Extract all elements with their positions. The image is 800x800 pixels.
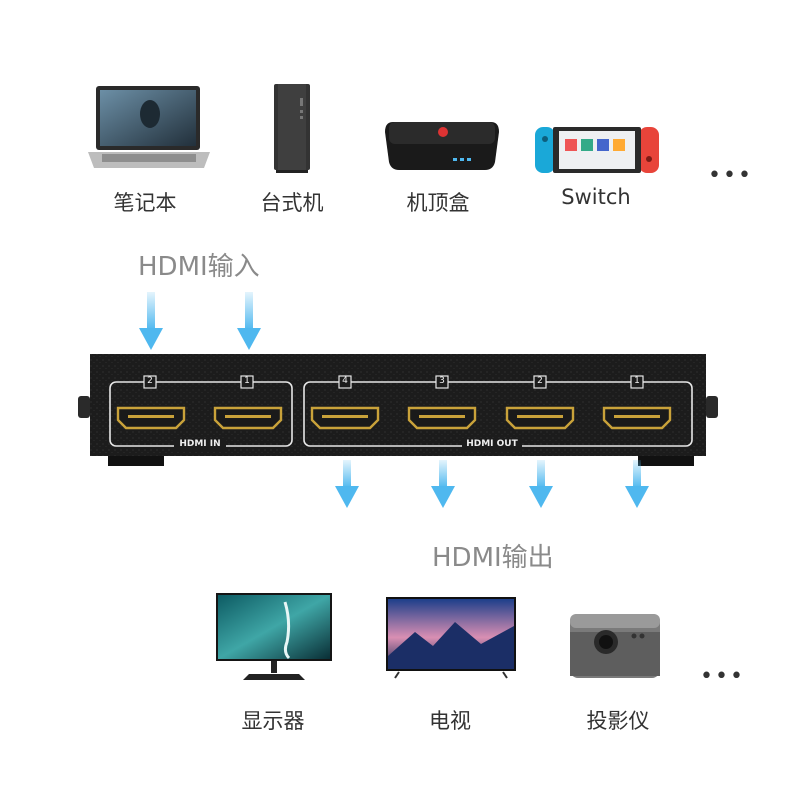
more-outputs-indicator: •••: [700, 664, 745, 689]
desktop-tower-icon: [274, 84, 310, 173]
set-top-box-icon: [385, 122, 499, 170]
source-label-desktop: 台式机: [260, 191, 324, 215]
in-port-number-2: 2: [147, 376, 153, 386]
out-port-number-1: 1: [634, 376, 640, 386]
output-arrow-4-icon: [625, 460, 649, 508]
hdmi-out-group-label: HDMI OUT: [466, 439, 518, 449]
monitor: [215, 592, 333, 684]
game-console-icon: [535, 127, 659, 173]
monitor-icon: [216, 593, 332, 680]
out-port-number-3: 3: [439, 376, 445, 386]
laptop-icon: [88, 86, 210, 168]
out-port-number-2: 2: [537, 376, 543, 386]
hdmi-input-label: HDMI输入: [138, 252, 260, 282]
hdmi-splitter-box: [78, 352, 718, 472]
tv-icon: [386, 597, 516, 679]
projector: [568, 608, 662, 682]
laptop: [88, 84, 210, 176]
input-arrow-1-icon: [139, 292, 163, 350]
output-label-tv: 电视: [429, 709, 471, 733]
input-arrow-2-icon: [237, 292, 261, 350]
output-label-projector: 投影仪: [586, 709, 650, 733]
hdmi-port-icons: [116, 406, 672, 430]
projector-icon: [570, 614, 660, 678]
output-arrow-1-icon: [335, 460, 359, 508]
tv: [385, 596, 517, 680]
out-port-number-4: 4: [342, 376, 348, 386]
source-label-switch: Switch: [561, 185, 631, 209]
source-label-stb: 机顶盒: [406, 191, 470, 215]
output-arrow-2-icon: [431, 460, 455, 508]
source-label-laptop: 笔记本: [113, 191, 177, 215]
hdmi-output-label: HDMI输出: [432, 543, 554, 573]
output-arrow-3-icon: [529, 460, 553, 508]
game-console: [535, 125, 659, 175]
hdmi-in-group-label: HDMI IN: [179, 439, 221, 449]
more-sources-indicator: •••: [708, 163, 753, 188]
in-port-number-1: 1: [244, 376, 250, 386]
output-label-monitor: 显示器: [241, 709, 305, 733]
desktop-tower: [270, 82, 314, 174]
set-top-box: [383, 118, 501, 174]
